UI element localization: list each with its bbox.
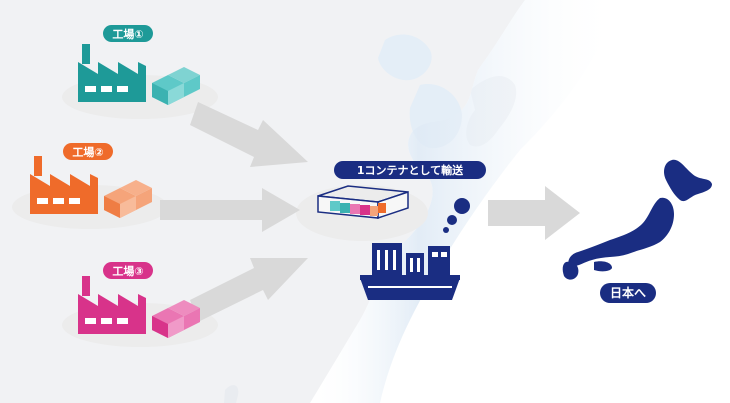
container-caption: 1コンテナとして輸送 — [357, 163, 464, 177]
factory-1-label: 工場① — [112, 27, 143, 41]
factory-3-tag: 工場③ — [103, 262, 153, 279]
arrow-factory-1 — [190, 102, 308, 167]
destination-tag: 日本へ — [600, 283, 656, 303]
consolidated-container — [317, 185, 409, 220]
factory-1-building — [78, 44, 146, 102]
arrow-factory-3 — [190, 258, 308, 322]
arrow-to-japan — [488, 186, 580, 240]
destination-label: 日本へ — [610, 285, 646, 300]
arrow-factory-2 — [160, 188, 300, 232]
japan-map-icon — [562, 159, 712, 280]
flow-arrows — [160, 102, 580, 322]
taiwan-island — [224, 385, 239, 403]
factory-3-label: 工場③ — [112, 264, 143, 278]
container-caption-tag: 1コンテナとして輸送 — [334, 161, 486, 179]
factory-3-building — [78, 276, 146, 334]
cargo-ship-icon — [360, 198, 470, 300]
factory-1-cargo-boxes — [152, 67, 200, 105]
bohai-sea — [378, 34, 432, 81]
factory-1-tag: 工場① — [103, 25, 153, 42]
factory-2-tag: 工場② — [63, 143, 113, 160]
factory-2-building — [30, 156, 98, 214]
factory-2-label: 工場② — [72, 145, 103, 159]
factory-2-cargo-boxes — [104, 180, 152, 218]
factory-3-cargo-boxes — [152, 300, 200, 338]
